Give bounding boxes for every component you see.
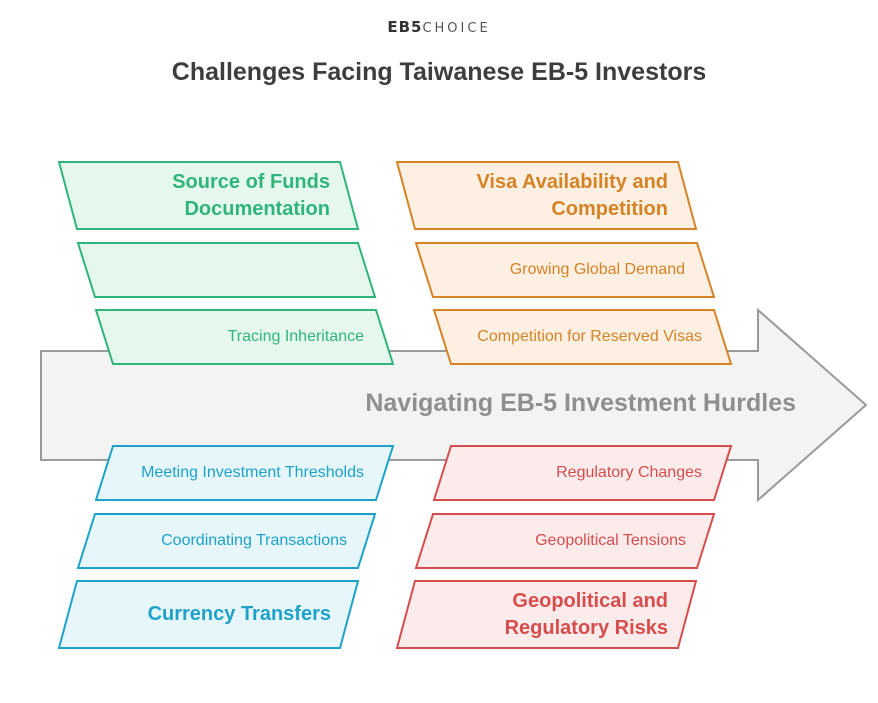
- risks-item-2-box: [414, 513, 716, 569]
- brand-logo: EB5CHOICE: [0, 18, 878, 36]
- visa-item-1-box: [414, 242, 716, 298]
- visa-item-1: Growing Global Demand: [509, 261, 685, 278]
- currency-item-1-box: [94, 445, 395, 501]
- page-title: Challenges Facing Taiwanese EB-5 Investo…: [171, 58, 707, 86]
- visa-item-2: Competition for Reserved Visas: [477, 328, 702, 345]
- visa-item-2-box: [432, 309, 733, 365]
- source-of-funds-item-2: Tracing Inheritance: [227, 328, 364, 345]
- risks-item-1: Regulatory Changes: [556, 464, 702, 481]
- visa-title: Visa Availability and Competition: [476, 170, 668, 220]
- risks-item-1-box: [432, 445, 733, 501]
- source-of-funds-item-1: [100, 243, 365, 297]
- source-of-funds-box: [57, 161, 360, 230]
- currency-item-1: Meeting Investment Thresholds: [141, 464, 364, 481]
- risks-box: [395, 580, 698, 649]
- logo-part-eb5: EB5: [387, 18, 423, 36]
- visa-box: [395, 161, 698, 230]
- risks-item-2: Geopolitical Tensions: [535, 532, 686, 549]
- currency-title: Currency Transfers: [147, 603, 331, 625]
- source-of-funds-item-1-box: [76, 242, 377, 298]
- currency-item-2: Coordinating Transactions: [161, 532, 347, 549]
- logo-part-choice: CHOICE: [422, 21, 491, 36]
- currency-box: [57, 580, 360, 649]
- currency-item-2-box: [76, 513, 377, 569]
- spine-label: Navigating EB-5 Investment Hurdles: [365, 389, 796, 417]
- source-of-funds-title: Source of Funds Documentation: [172, 170, 330, 220]
- source-of-funds-item-2-box: [94, 309, 395, 365]
- risks-title: Geopolitical and Regulatory Risks: [504, 589, 668, 639]
